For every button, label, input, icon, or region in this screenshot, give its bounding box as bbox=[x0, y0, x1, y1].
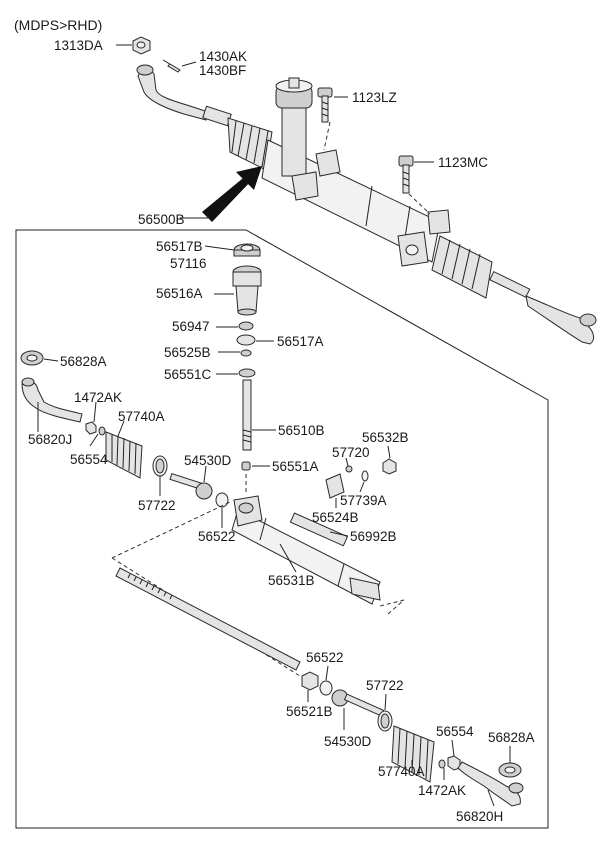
part-label-56554-r: 56554 bbox=[436, 724, 474, 739]
part-label-56521b: 56521B bbox=[286, 704, 333, 719]
exploded-view-arrow bbox=[202, 174, 252, 222]
assembly-part-label: 56500B bbox=[138, 212, 185, 227]
part-label-56516a: 56516A bbox=[156, 286, 203, 301]
part-label-56525b: 56525B bbox=[164, 345, 211, 360]
part-label-1123mc: 1123MC bbox=[438, 155, 488, 170]
part-label-57739a: 57739A bbox=[340, 493, 387, 508]
part-label-57720: 57720 bbox=[332, 445, 370, 460]
part-label-56992b: 56992B bbox=[350, 529, 397, 544]
part-label-56551c: 56551C bbox=[164, 367, 212, 382]
part-label-1430bf: 1430BF bbox=[199, 63, 246, 78]
part-label-57722-r: 57722 bbox=[366, 678, 404, 693]
part-label-1313da: 1313DA bbox=[54, 38, 103, 53]
part-label-54530d-u: 54530D bbox=[184, 453, 232, 468]
part-label-56517a: 56517A bbox=[277, 334, 324, 349]
part-label-56828a-l: 56828A bbox=[60, 354, 107, 369]
part-label-56551a: 56551A bbox=[272, 459, 319, 474]
header-variant: (MDPS>RHD) bbox=[14, 17, 102, 33]
part-label-1123lz: 1123LZ bbox=[352, 90, 397, 105]
part-label-56522-r: 56522 bbox=[306, 650, 344, 665]
part-label-56524b: 56524B bbox=[312, 510, 359, 525]
part-label-56820h: 56820H bbox=[456, 809, 503, 824]
steering-gear-assembly-illustration bbox=[132, 36, 597, 345]
part-label-54530d-r: 54530D bbox=[324, 734, 372, 749]
part-label-57740a-r: 57740A bbox=[378, 764, 425, 779]
part-label-56517b: 56517B bbox=[156, 239, 203, 254]
part-label-56510b: 56510B bbox=[278, 423, 325, 438]
part-label-56820j: 56820J bbox=[28, 432, 72, 447]
part-label-56947: 56947 bbox=[172, 319, 210, 334]
part-label-56531b: 56531B bbox=[268, 573, 315, 588]
part-label-1472ak-l: 1472AK bbox=[74, 390, 122, 405]
part-label-1430ak: 1430AK bbox=[199, 49, 247, 64]
part-label-56828a-r: 56828A bbox=[488, 730, 535, 745]
part-label-57722-l: 57722 bbox=[138, 498, 176, 513]
part-label-1472ak-r: 1472AK bbox=[418, 783, 466, 798]
exploded-parts bbox=[20, 243, 524, 807]
part-label-56532b: 56532B bbox=[362, 430, 409, 445]
part-label-56554-l: 56554 bbox=[70, 452, 108, 467]
leader-lines bbox=[37, 44, 511, 807]
part-label-57740a-l: 57740A bbox=[118, 409, 165, 424]
part-label-56522-l: 56522 bbox=[198, 529, 236, 544]
exploded-view-frame bbox=[15, 229, 549, 829]
part-label-57116: 57116 bbox=[170, 256, 207, 271]
